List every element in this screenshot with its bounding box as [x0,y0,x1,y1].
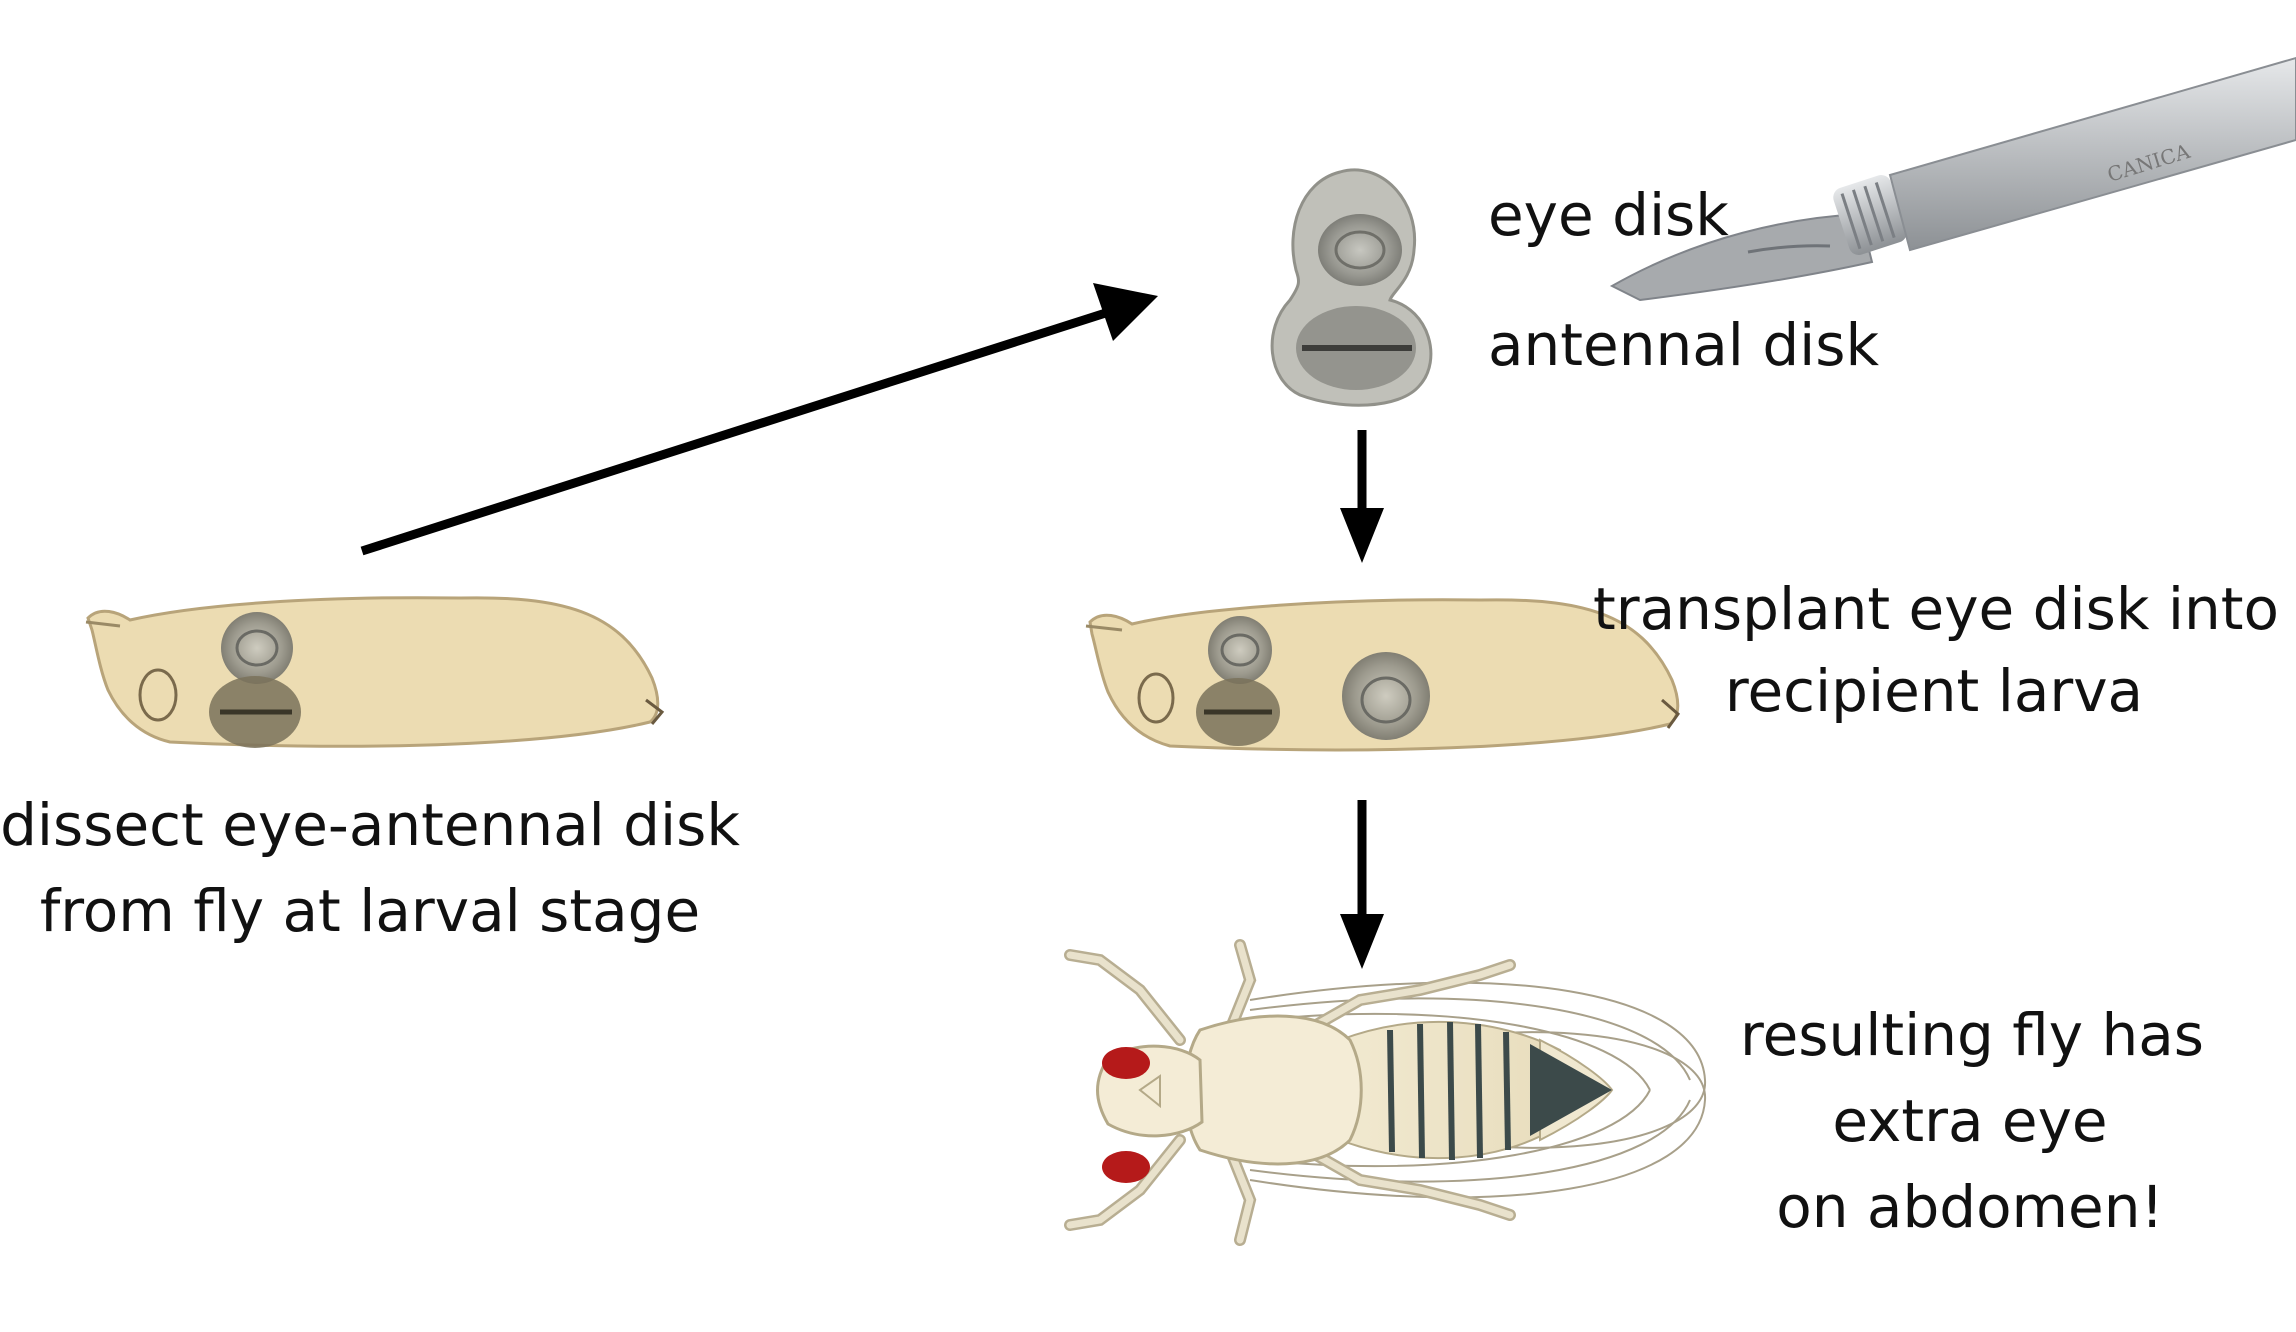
larva-donor-icon [86,598,662,748]
transplant-label-line2: recipient larva [1584,648,2284,734]
transplant-label-2: recipient larva [1584,648,2284,734]
antennal-disk-label: antennal disk [1488,302,1879,388]
arrow-transplant-to-fly [1340,800,1384,969]
transplant-label: transplant eye disk into [1588,566,2284,652]
fly-extra-eye-icon [1070,945,1705,1240]
result-label-line3: on abdomen! [1740,1164,2200,1250]
arrow-disk-to-transplant [1340,430,1384,563]
eye-disk-label: eye disk [1488,172,1729,258]
dissect-label: dissect eye-antennal disk from fly at la… [0,782,740,954]
result-label-line1: resulting fly has [1740,992,2200,1078]
dissect-label-line1: dissect eye-antennal disk [0,782,740,868]
eye-antennal-disk-icon [1272,170,1431,405]
dissect-label-line2: from fly at larval stage [0,868,740,954]
result-label-line2: extra eye [1740,1078,2200,1164]
arrow-donor-to-disk [362,283,1158,551]
result-label: resulting fly has extra eye on abdomen! [1740,992,2200,1250]
transplant-label-line1: transplant eye disk into [1588,566,2284,652]
